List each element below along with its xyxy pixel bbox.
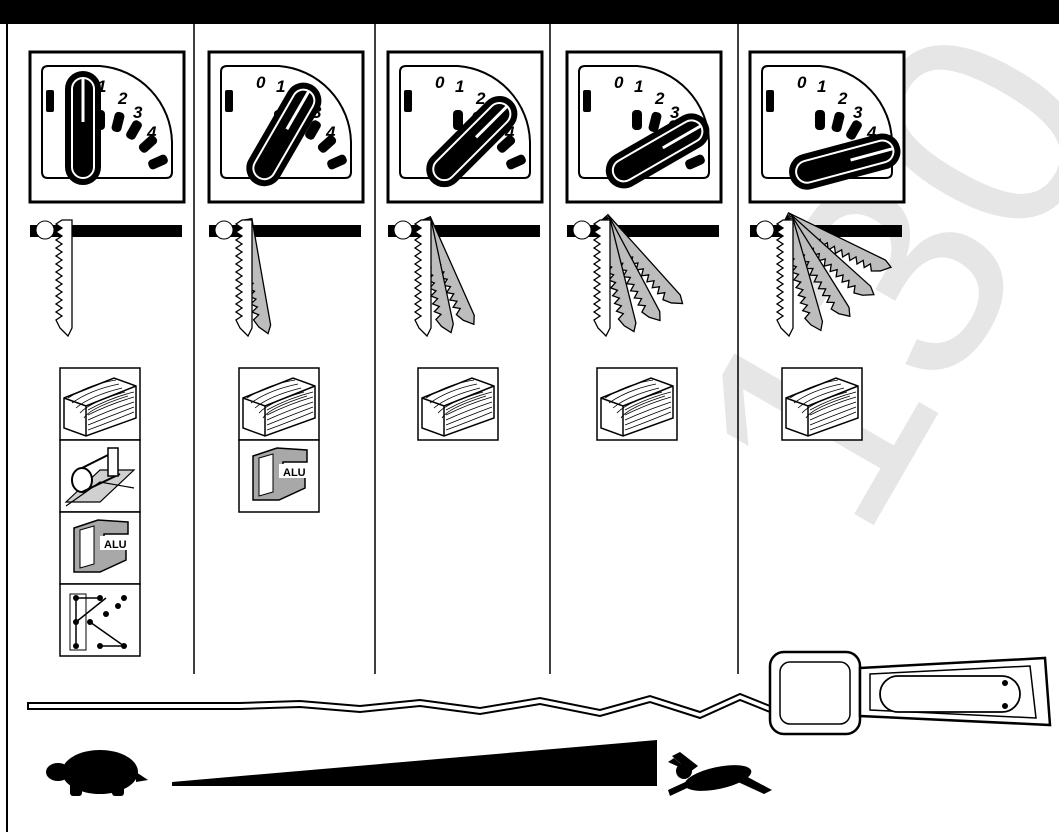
speed-wedge <box>172 740 657 786</box>
dial-label-0: 0 <box>256 73 266 92</box>
dial-label-2: 2 <box>837 89 848 108</box>
aluminium-icon: ALU <box>59 511 141 585</box>
dial-knob <box>789 133 901 190</box>
wood-icon <box>417 367 499 441</box>
dial-label-1: 1 <box>455 77 464 96</box>
dial-knob <box>65 71 101 185</box>
saw-base-plate <box>209 220 361 240</box>
dial-label-1: 1 <box>276 77 285 96</box>
dial-knob <box>426 96 518 188</box>
blade-stroke-icon <box>413 215 475 338</box>
blade-stroke-icon <box>775 211 893 338</box>
dial-label-3: 3 <box>853 103 863 122</box>
saw-base-plate <box>567 220 719 240</box>
setting-column-0: 01234ALU <box>28 50 186 657</box>
blade-stroke-icon <box>54 219 73 338</box>
wood-icon <box>238 367 320 441</box>
dial-label-0: 0 <box>435 73 445 92</box>
jigsaw-icon <box>27 650 1052 736</box>
setting-column-1: 01234ALU <box>207 50 365 513</box>
dial-knob <box>605 113 710 189</box>
metal-tube-icon <box>59 439 141 513</box>
dial-label-1: 1 <box>634 77 643 96</box>
dial-knob <box>246 82 322 187</box>
dial-label-1: 1 <box>817 77 826 96</box>
saw-base-plate <box>30 220 182 240</box>
dial-label-0: 0 <box>797 73 807 92</box>
dial-label-4: 4 <box>146 123 157 142</box>
alu-label: ALU <box>104 539 127 551</box>
wood-icon <box>781 367 863 441</box>
aluminium-icon: ALU <box>238 439 320 513</box>
dial-label-4: 4 <box>866 123 877 142</box>
wood-icon <box>59 367 141 441</box>
blade-stroke-icon <box>234 217 272 338</box>
blade-stroke-icon <box>592 213 684 338</box>
dial-label-4: 4 <box>504 123 515 142</box>
dial-label-3: 3 <box>133 103 143 122</box>
diagram-frame <box>6 24 1059 832</box>
dial-label-2: 2 <box>475 89 486 108</box>
dial-label-2: 2 <box>117 89 128 108</box>
saw-base-plate <box>388 220 540 240</box>
alu-label: ALU <box>283 467 306 479</box>
tortoise-icon <box>46 750 148 796</box>
hare-icon <box>668 752 772 796</box>
wood-icon <box>596 367 678 441</box>
plastic-icon <box>59 583 141 657</box>
column-dividers <box>193 24 739 674</box>
dial-label-0: 0 <box>614 73 624 92</box>
top-bar <box>0 0 1059 24</box>
dial-label-3: 3 <box>670 103 680 122</box>
dial-label-1: 1 <box>97 77 106 96</box>
dial-label-4: 4 <box>325 123 336 142</box>
dial-label-2: 2 <box>654 89 665 108</box>
